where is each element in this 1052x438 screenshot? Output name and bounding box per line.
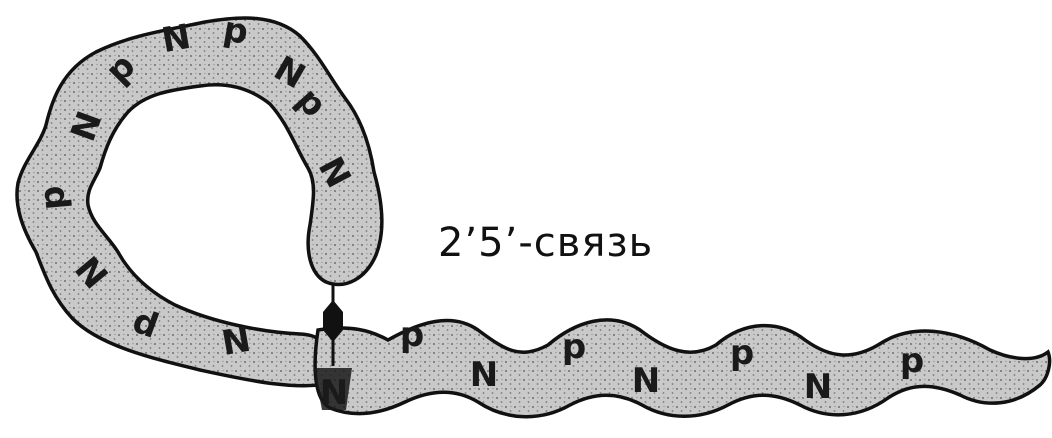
tail-nucleotide-phosphate: p [900, 341, 924, 381]
bond-label: 2’5’-связь [438, 220, 653, 266]
linear-tail [315, 320, 1049, 417]
tail-nucleotide-phosphate: p [400, 315, 424, 355]
tail-nucleotide-base: N [804, 367, 832, 407]
tail-nucleotide-phosphate: p [730, 333, 754, 373]
tail-nucleotide-base: N [470, 355, 498, 395]
tail-nucleotide-phosphate: p [562, 327, 586, 367]
loop-nucleotide-base: N [159, 17, 194, 61]
loop-nucleotide-phosphate: p [32, 184, 74, 212]
tail-nucleotide-base: N [632, 361, 660, 401]
junction-nucleotide: N [320, 373, 348, 413]
